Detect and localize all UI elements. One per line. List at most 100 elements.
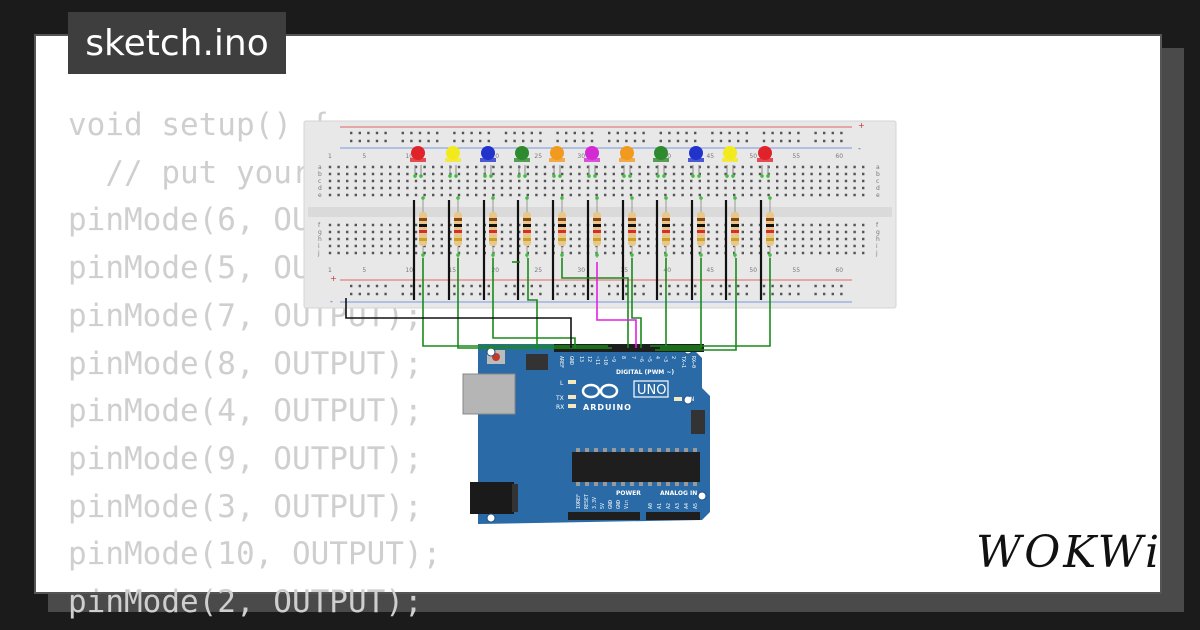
row-label: i: [318, 243, 320, 250]
led-on-label: ON: [685, 396, 694, 403]
column-label: 5: [362, 267, 366, 274]
analog-pin-label: A4: [684, 503, 690, 509]
row-label: h: [876, 236, 880, 243]
column-label: 55: [792, 153, 800, 160]
led[interactable]: [445, 146, 461, 178]
led[interactable]: [688, 146, 704, 178]
resistor-array: [419, 196, 774, 258]
led[interactable]: [514, 146, 530, 178]
power-pin-label: Vin: [624, 500, 630, 509]
usb-connector: [462, 373, 516, 415]
row-label: h: [318, 236, 322, 243]
column-label: 30: [577, 153, 585, 160]
column-label: 60: [835, 153, 843, 160]
resistor[interactable]: [558, 196, 566, 258]
column-label: 40: [663, 153, 671, 160]
power-pin-label: GND: [608, 500, 614, 509]
row-label: j: [317, 250, 320, 257]
column-label: 45: [706, 267, 714, 274]
column-label: 1: [328, 267, 332, 274]
code-line: pinMode(9, OUTPUT);: [68, 440, 423, 477]
column-label: 5: [362, 153, 366, 160]
resistor[interactable]: [628, 196, 636, 258]
analog-header: [646, 512, 700, 520]
power-header-label: POWER: [616, 490, 641, 497]
digital-pin-label: RX←0: [690, 356, 696, 368]
digital-pin-label: GND: [568, 356, 574, 365]
digital-pin-label: ~6: [638, 356, 644, 362]
arduino-model: UNO: [637, 383, 666, 398]
power-pin-label: 5V: [600, 503, 606, 509]
led[interactable]: [480, 146, 496, 178]
rail-plus-top: +: [858, 121, 865, 130]
digital-header-label: DIGITAL (PWM ~): [616, 369, 674, 376]
column-label: 10: [405, 153, 413, 160]
power-pin-label: IOREF: [576, 494, 582, 509]
row-label: g: [318, 229, 322, 236]
resistor[interactable]: [662, 196, 670, 258]
digital-pin-label: 8: [620, 356, 626, 359]
resistor[interactable]: [489, 196, 497, 258]
column-label: 20: [491, 153, 499, 160]
led[interactable]: [722, 146, 738, 178]
code-line: pinMode(8, OUTPUT);: [68, 345, 423, 382]
code-line: pinMode(2, OUTPUT);: [68, 584, 423, 621]
led[interactable]: [410, 146, 426, 178]
resistor[interactable]: [593, 196, 601, 258]
wokwi-logo[interactable]: WOKWi: [976, 526, 1159, 578]
column-label: 30: [577, 267, 585, 274]
resistor[interactable]: [697, 196, 705, 258]
resistor[interactable]: [766, 196, 774, 258]
led[interactable]: [584, 146, 600, 178]
power-header: [568, 512, 640, 520]
rail-plus-bottom: +: [330, 274, 337, 283]
file-tab-sketch[interactable]: sketch.ino: [68, 12, 286, 74]
digital-pin-label: AREF: [558, 356, 564, 368]
row-label: i: [876, 243, 878, 250]
digital-pin-label: 13: [578, 356, 584, 362]
column-label: 1: [328, 153, 332, 160]
arduino-logo-icon: [581, 383, 619, 399]
arduino-wordmark: ARDUINO: [583, 403, 632, 412]
row-label: c: [318, 178, 321, 185]
row-label: e: [318, 192, 322, 199]
code-line: pinMode(10, OUTPUT);: [68, 536, 442, 573]
digital-pin-label: ~10: [602, 356, 608, 365]
led[interactable]: [619, 146, 635, 178]
wires: [345, 200, 771, 351]
led[interactable]: [757, 146, 773, 178]
analog-pin-label: A1: [657, 503, 663, 509]
column-label: 25: [534, 153, 542, 160]
column-label: 45: [706, 153, 714, 160]
column-label: 55: [792, 267, 800, 274]
analog-pin-label: A0: [648, 503, 654, 509]
analog-pin-label: A2: [666, 503, 672, 509]
led[interactable]: [653, 146, 669, 178]
row-label: f: [318, 222, 321, 229]
column-label: 25: [534, 267, 542, 274]
resistor[interactable]: [523, 196, 531, 258]
row-label: d: [876, 185, 880, 192]
row-label: f: [876, 222, 879, 229]
column-label: 10: [405, 267, 413, 274]
column-label: 50: [749, 153, 757, 160]
icsp-header-2: [691, 410, 705, 434]
digital-pin-label: TX→1: [680, 356, 686, 368]
digital-header: [554, 344, 704, 352]
resistor[interactable]: [419, 196, 427, 258]
row-label: a: [318, 164, 322, 171]
column-label: 50: [749, 267, 757, 274]
rail-minus-bottom: -: [330, 297, 333, 306]
column-label: 15: [448, 267, 456, 274]
resistor[interactable]: [731, 196, 739, 258]
led[interactable]: [549, 146, 565, 178]
row-label: g: [876, 229, 880, 236]
row-label: e: [876, 192, 880, 199]
code-line: pinMode(4, OUTPUT);: [68, 393, 423, 430]
row-label: a: [876, 164, 880, 171]
digital-pin-label: 4: [654, 356, 660, 359]
led-rx-label: RX: [556, 404, 564, 411]
resistor[interactable]: [454, 196, 462, 258]
